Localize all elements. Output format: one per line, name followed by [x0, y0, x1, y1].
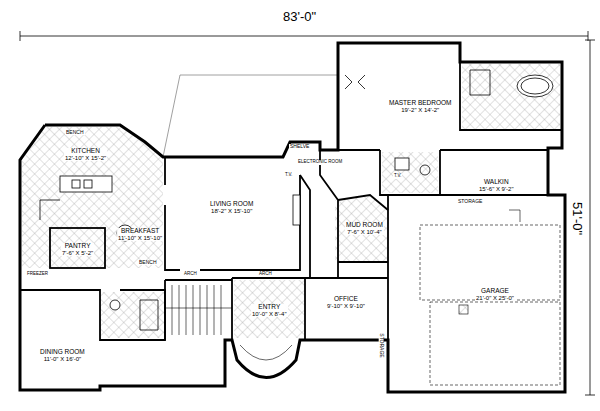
- plan-circle: [110, 300, 120, 310]
- plan-rect: [234, 280, 304, 338]
- plan-path: [40, 200, 60, 220]
- plan-path: [232, 278, 305, 340]
- dimension-label: 83'-0": [282, 10, 317, 23]
- plan-path: [320, 150, 338, 278]
- plan-path: [240, 345, 292, 360]
- plan-rect: [50, 228, 105, 268]
- room-name: OFFICE: [327, 296, 365, 303]
- plan-path: [338, 150, 548, 195]
- room-name: GARAGE: [476, 288, 514, 295]
- dimension-label: 51'-0": [571, 201, 584, 236]
- plan-path: [430, 302, 560, 385]
- room-name: LIVING ROOM: [210, 201, 253, 208]
- plan-path: [460, 62, 562, 130]
- room-name: KITCHEN: [65, 148, 106, 155]
- room-name: WALKIN: [479, 179, 514, 186]
- plan-path: [172, 285, 221, 335]
- plan-g: [20, 62, 565, 340]
- plan-ellipse: [517, 75, 553, 97]
- room-label: KITCHEN12'-10" X 15'-2": [64, 148, 107, 161]
- room-name: MASTER BEDROOM: [389, 100, 451, 107]
- plan-path: [20, 290, 165, 340]
- plan-path: [509, 210, 520, 222]
- room-label: ENTRY10'-0" X 8'-4": [251, 304, 288, 317]
- plan-rect: [459, 305, 468, 314]
- plan-g: [420, 210, 560, 385]
- plan-g: [20, 31, 595, 395]
- plan-rect: [462, 64, 560, 130]
- plan-path: [165, 280, 232, 340]
- plan-rect: [60, 176, 112, 192]
- room-dimension: 7'-6" X 10'-4": [346, 229, 383, 235]
- plan-g: [165, 285, 292, 360]
- room-dimension: 10'-0" X 8'-4": [252, 311, 287, 317]
- room-dimension: 19'-2" X 14'-2": [389, 107, 451, 113]
- note-label: SHELVE: [289, 144, 310, 149]
- plan-rect: [293, 195, 300, 225]
- note-label: T.V.: [284, 173, 293, 178]
- plan-rect: [100, 292, 164, 338]
- room-name: MUD ROOM: [346, 222, 383, 229]
- plan-path: [420, 225, 560, 300]
- room-name: DINING ROOM: [40, 349, 85, 356]
- plan-g: [163, 75, 338, 157]
- plan-circle: [420, 165, 430, 175]
- room-dimension: 21'-0" X 25'-0": [476, 295, 514, 301]
- room-label: GARAGE21'-0" X 25'-0": [475, 288, 515, 301]
- room-dimension: 9'-10" X 9'-10": [327, 303, 365, 309]
- note-label: T.V.: [393, 174, 402, 179]
- plan-path: [470, 70, 490, 95]
- note-label: FREEZER: [26, 272, 49, 277]
- plan-path: [335, 195, 388, 262]
- plan-path: [20, 43, 565, 392]
- plan-path: [165, 308, 232, 309]
- room-label: LIVING ROOM18'-2" X 15'-10": [209, 201, 254, 214]
- note-label: ARCH: [258, 272, 273, 277]
- plan-rect: [395, 158, 409, 170]
- note-label: ELECTRONIC ROOM: [297, 160, 343, 165]
- plan-path: [22, 127, 163, 268]
- plan-rect: [72, 180, 80, 188]
- note-label: BENCH: [65, 130, 85, 135]
- room-dimension: 7'-6" X 5'-2": [62, 250, 93, 256]
- room-name: BREAKFAST: [118, 228, 162, 235]
- note-label: STORAGE: [379, 332, 384, 358]
- plan-path: [388, 195, 565, 340]
- plan-rect: [84, 180, 92, 188]
- plan-path: [140, 300, 158, 330]
- room-label: MUD ROOM7'-6" X 10'-4": [345, 222, 384, 235]
- plan-path: [305, 278, 388, 340]
- plan-g: [22, 64, 560, 338]
- note-label: STORAGE: [457, 199, 483, 204]
- plan-path: [20, 31, 588, 41]
- room-label: WALKIN15'-6" X 9'-2": [478, 179, 515, 192]
- room-dimension: 11'-0" X 16'-0": [40, 356, 85, 362]
- plan-path: [300, 175, 310, 278]
- room-name: ENTRY: [252, 304, 287, 311]
- room-label: PANTRY7'-6" X 5'-2": [61, 243, 94, 256]
- room-dimension: 15'-6" X 9'-2": [479, 186, 514, 192]
- room-label: OFFICE9'-10" X 9'-10": [326, 296, 366, 309]
- plan-path: [163, 75, 338, 157]
- room-label: MASTER BEDROOM19'-2" X 14'-2": [388, 100, 452, 113]
- note-label: ARCH: [183, 272, 198, 277]
- room-label: BREAKFAST11'-10" X 15'-10": [117, 228, 163, 241]
- plan-path: [345, 75, 365, 89]
- plan-path: [165, 157, 300, 270]
- plan-g: [20, 43, 565, 392]
- room-label: DINING ROOM11'-0" X 16'-0": [39, 349, 86, 362]
- plan-path: [338, 195, 388, 262]
- note-label: BENCH: [138, 260, 158, 265]
- room-dimension: 18'-2" X 15'-10": [210, 208, 253, 214]
- plan-rect: [382, 152, 438, 193]
- room-dimension: 12'-10" X 15'-2": [65, 155, 106, 161]
- plan-path: [585, 40, 595, 395]
- room-name: PANTRY: [62, 243, 93, 250]
- plan-g: [40, 70, 553, 330]
- room-dimension: 11'-10" X 15'-10": [118, 235, 162, 241]
- plan-ellipse: [521, 78, 549, 94]
